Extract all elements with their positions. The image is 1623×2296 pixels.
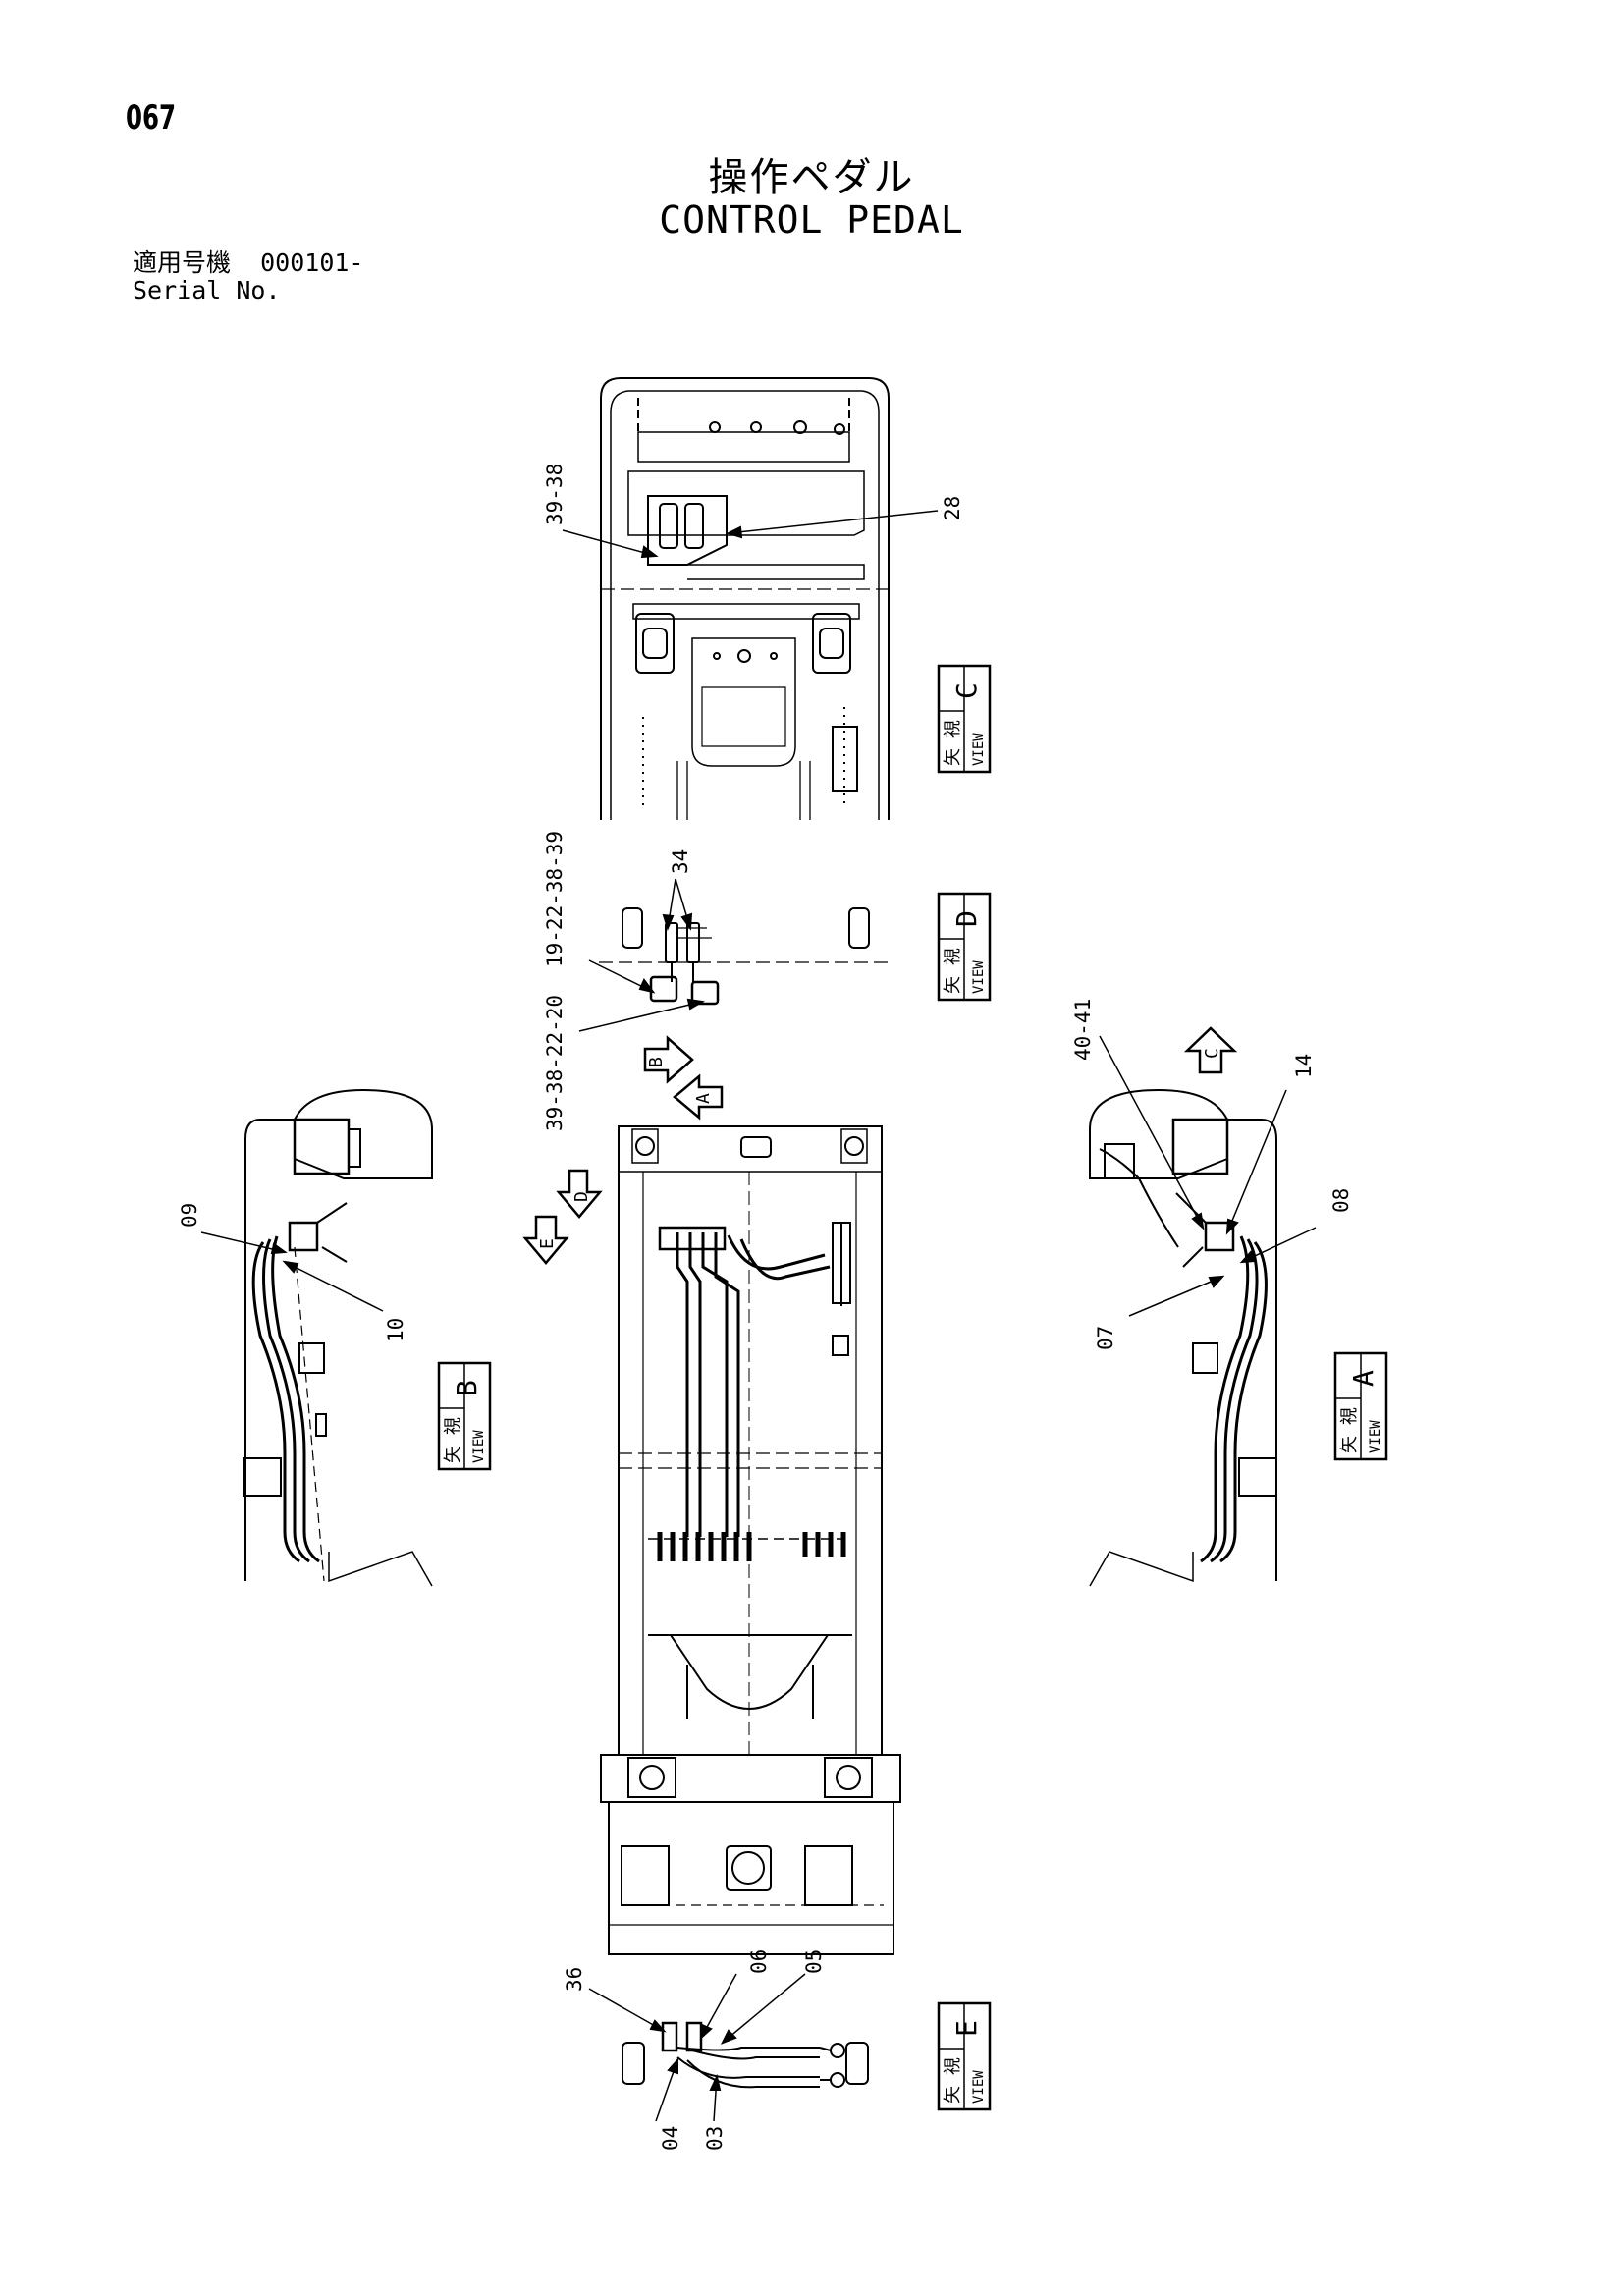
view-c-en-label: VIEW (971, 733, 987, 766)
callout-28: 28 (941, 496, 964, 520)
view-c-drawing (600, 377, 890, 820)
view-d-letter: D (950, 910, 983, 927)
view-c-letter: C (950, 683, 983, 699)
view-c-jp-label: 矢 視 (943, 720, 963, 766)
main-frame-drawing (600, 1125, 901, 1955)
view-b-jp-label: 矢 視 (443, 1417, 463, 1463)
callout-14: 14 (1292, 1054, 1316, 1078)
callout-03: 03 (703, 2126, 727, 2151)
serial-label-jp: 適用号機 (133, 248, 232, 277)
view-box-e (937, 2001, 992, 2111)
view-d-callouts (578, 878, 705, 1032)
callout-19-22-38-39: 19-22-38-39 (543, 831, 567, 967)
view-e-en-label: VIEW (971, 2070, 987, 2104)
callout-04: 04 (659, 2126, 682, 2151)
serial-value: 000101- (260, 248, 364, 277)
arrow-a (673, 1073, 724, 1121)
view-b-letter: B (451, 1380, 483, 1396)
callout-39-38-22-20: 39-38-22-20 (543, 995, 567, 1131)
view-e-drawing (622, 2021, 869, 2089)
view-c-callouts (562, 510, 939, 559)
arrow-e-letter: E (537, 1238, 558, 1249)
arrow-c-letter: C (1202, 1048, 1222, 1059)
callout-08: 08 (1329, 1188, 1353, 1213)
callout-05: 05 (802, 1949, 826, 1974)
view-d-drawing (599, 907, 889, 1006)
view-b-en-label: VIEW (471, 1430, 487, 1463)
view-box-b (437, 1361, 492, 1471)
callout-36: 36 (563, 1967, 586, 1992)
arrow-d-letter: D (571, 1191, 592, 1202)
view-a-letter: A (1347, 1370, 1380, 1387)
callout-07: 07 (1094, 1326, 1117, 1350)
page-number: 067 (126, 98, 177, 137)
view-d-en-label: VIEW (971, 960, 987, 994)
callout-06: 06 (747, 1949, 771, 1974)
view-a-jp-label: 矢 視 (1339, 1407, 1360, 1453)
arrow-e (522, 1215, 569, 1265)
page-title-english: CONTROL PEDAL (659, 198, 964, 242)
view-b-callouts (200, 1231, 384, 1312)
view-e-jp-label: 矢 視 (943, 2057, 963, 2104)
arrow-d (556, 1169, 603, 1219)
serial-label-en: Serial No. (133, 276, 281, 304)
view-box-a (1333, 1351, 1388, 1461)
callout-10: 10 (384, 1318, 407, 1342)
arrow-a-letter: A (693, 1093, 714, 1104)
view-box-d (937, 892, 992, 1002)
view-e-letter: E (950, 2020, 983, 2037)
arrow-b-letter: B (646, 1057, 667, 1067)
arrow-c (1183, 1026, 1238, 1074)
view-box-c (937, 664, 992, 774)
callout-09: 09 (178, 1203, 201, 1228)
view-b-drawing (243, 1088, 433, 1587)
view-e-callouts (588, 1973, 806, 2122)
view-d-jp-label: 矢 視 (943, 948, 963, 994)
serial-row-jp: 適用号機 000101- (133, 249, 363, 277)
callout-34: 34 (669, 849, 692, 874)
view-a-drawing (1089, 1088, 1277, 1587)
view-a-en-label: VIEW (1368, 1420, 1383, 1453)
callout-40-41: 40-41 (1071, 999, 1095, 1061)
serial-info: 適用号機 000101- Serial No. (133, 249, 363, 304)
arrow-b (643, 1035, 694, 1084)
view-a-callouts (1099, 1035, 1317, 1317)
callout-39-38: 39-38 (543, 464, 567, 525)
page-title-japanese: 操作ペダル (708, 155, 915, 200)
